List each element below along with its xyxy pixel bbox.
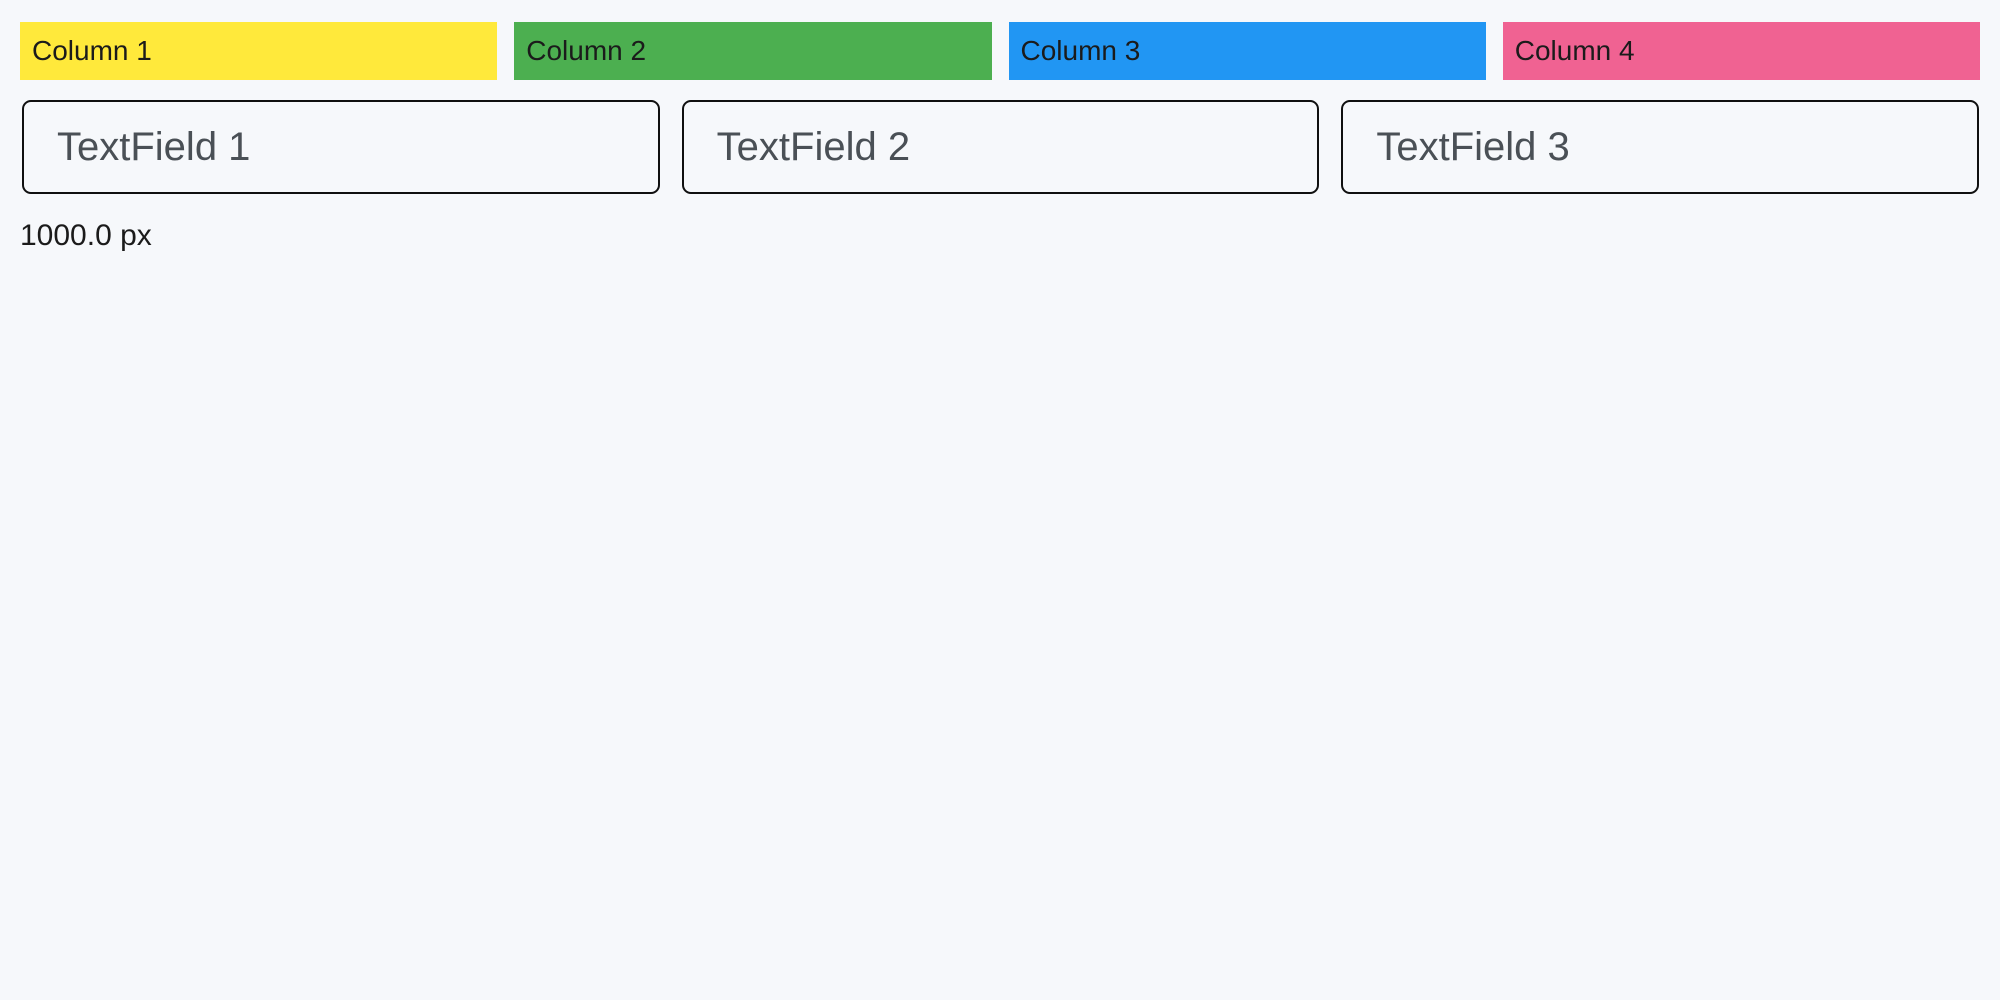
- column-2-header: Column 2: [514, 22, 992, 80]
- column-4-header: Column 4: [1502, 22, 1980, 80]
- textfield-3-input[interactable]: [1341, 100, 1980, 194]
- textfield-1-input[interactable]: [22, 100, 660, 194]
- textfield-2-input[interactable]: [681, 100, 1320, 194]
- textfields-row: [0, 80, 2000, 194]
- column-3-label: Column 3: [1020, 35, 1141, 66]
- column-4-label: Column 4: [1514, 35, 1635, 66]
- screen-width-label: 1000.0 px: [20, 219, 152, 252]
- column-3-header: Column 3: [1008, 22, 1486, 80]
- column-2-label: Column 2: [526, 35, 647, 66]
- columns-row: Column 1 Column 2 Column 3 Column 4: [0, 0, 2000, 80]
- column-1-label: Column 1: [32, 35, 152, 66]
- column-1-header: Column 1: [20, 22, 498, 80]
